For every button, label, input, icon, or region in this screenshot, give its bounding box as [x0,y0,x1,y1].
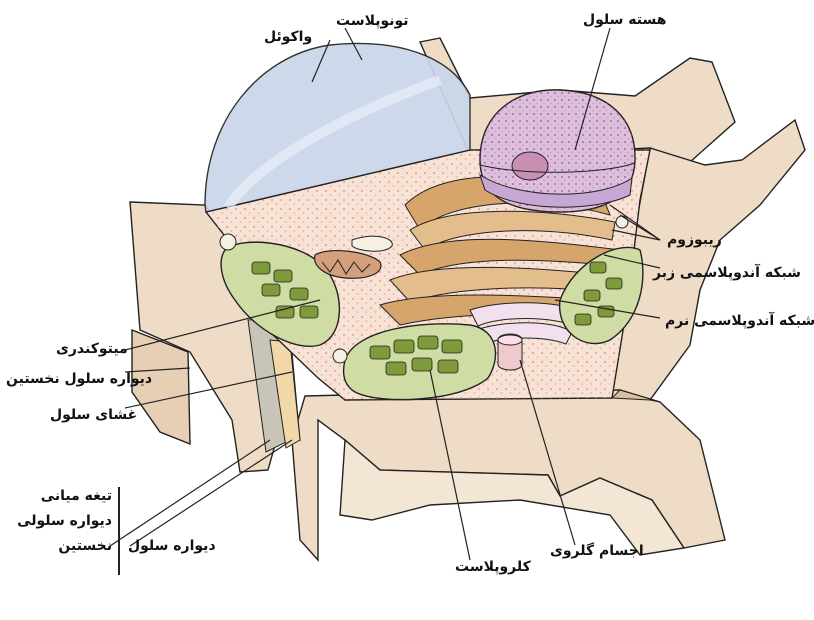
label-membrane: غشای سلول [50,408,137,422]
label-ribosome: ریبوزوم [667,233,722,247]
label-cell-wall-line2: نخستین [6,539,118,553]
cell-wall-bracket: تیغه میانی دیواره سلولی نخستین [6,487,120,575]
label-cell-wall-line1: دیواره سلولی [6,514,118,528]
label-chloroplast: کلروپلاست [455,560,531,574]
label-primary-wall: دیواره سلول نخستین [6,372,152,386]
label-vacuole: واکوئل [264,30,312,44]
label-golgi: اجسام گلروی [550,544,644,558]
nucleus-shape [480,90,635,212]
label-middle-lamella: تیغه میانی [6,489,118,503]
label-nucleus: هسته سلول [583,13,666,27]
label-smooth-er: شبکه آندوپلاسمی نرم [665,314,814,328]
label-cell-wall: دیواره سلول [128,539,216,553]
label-rough-er: شبکه آندوپلاسمی زبر [653,266,801,280]
label-tonoplast: تونوپلاست [336,14,409,28]
label-mitochondria: میتوکندری [56,342,128,356]
